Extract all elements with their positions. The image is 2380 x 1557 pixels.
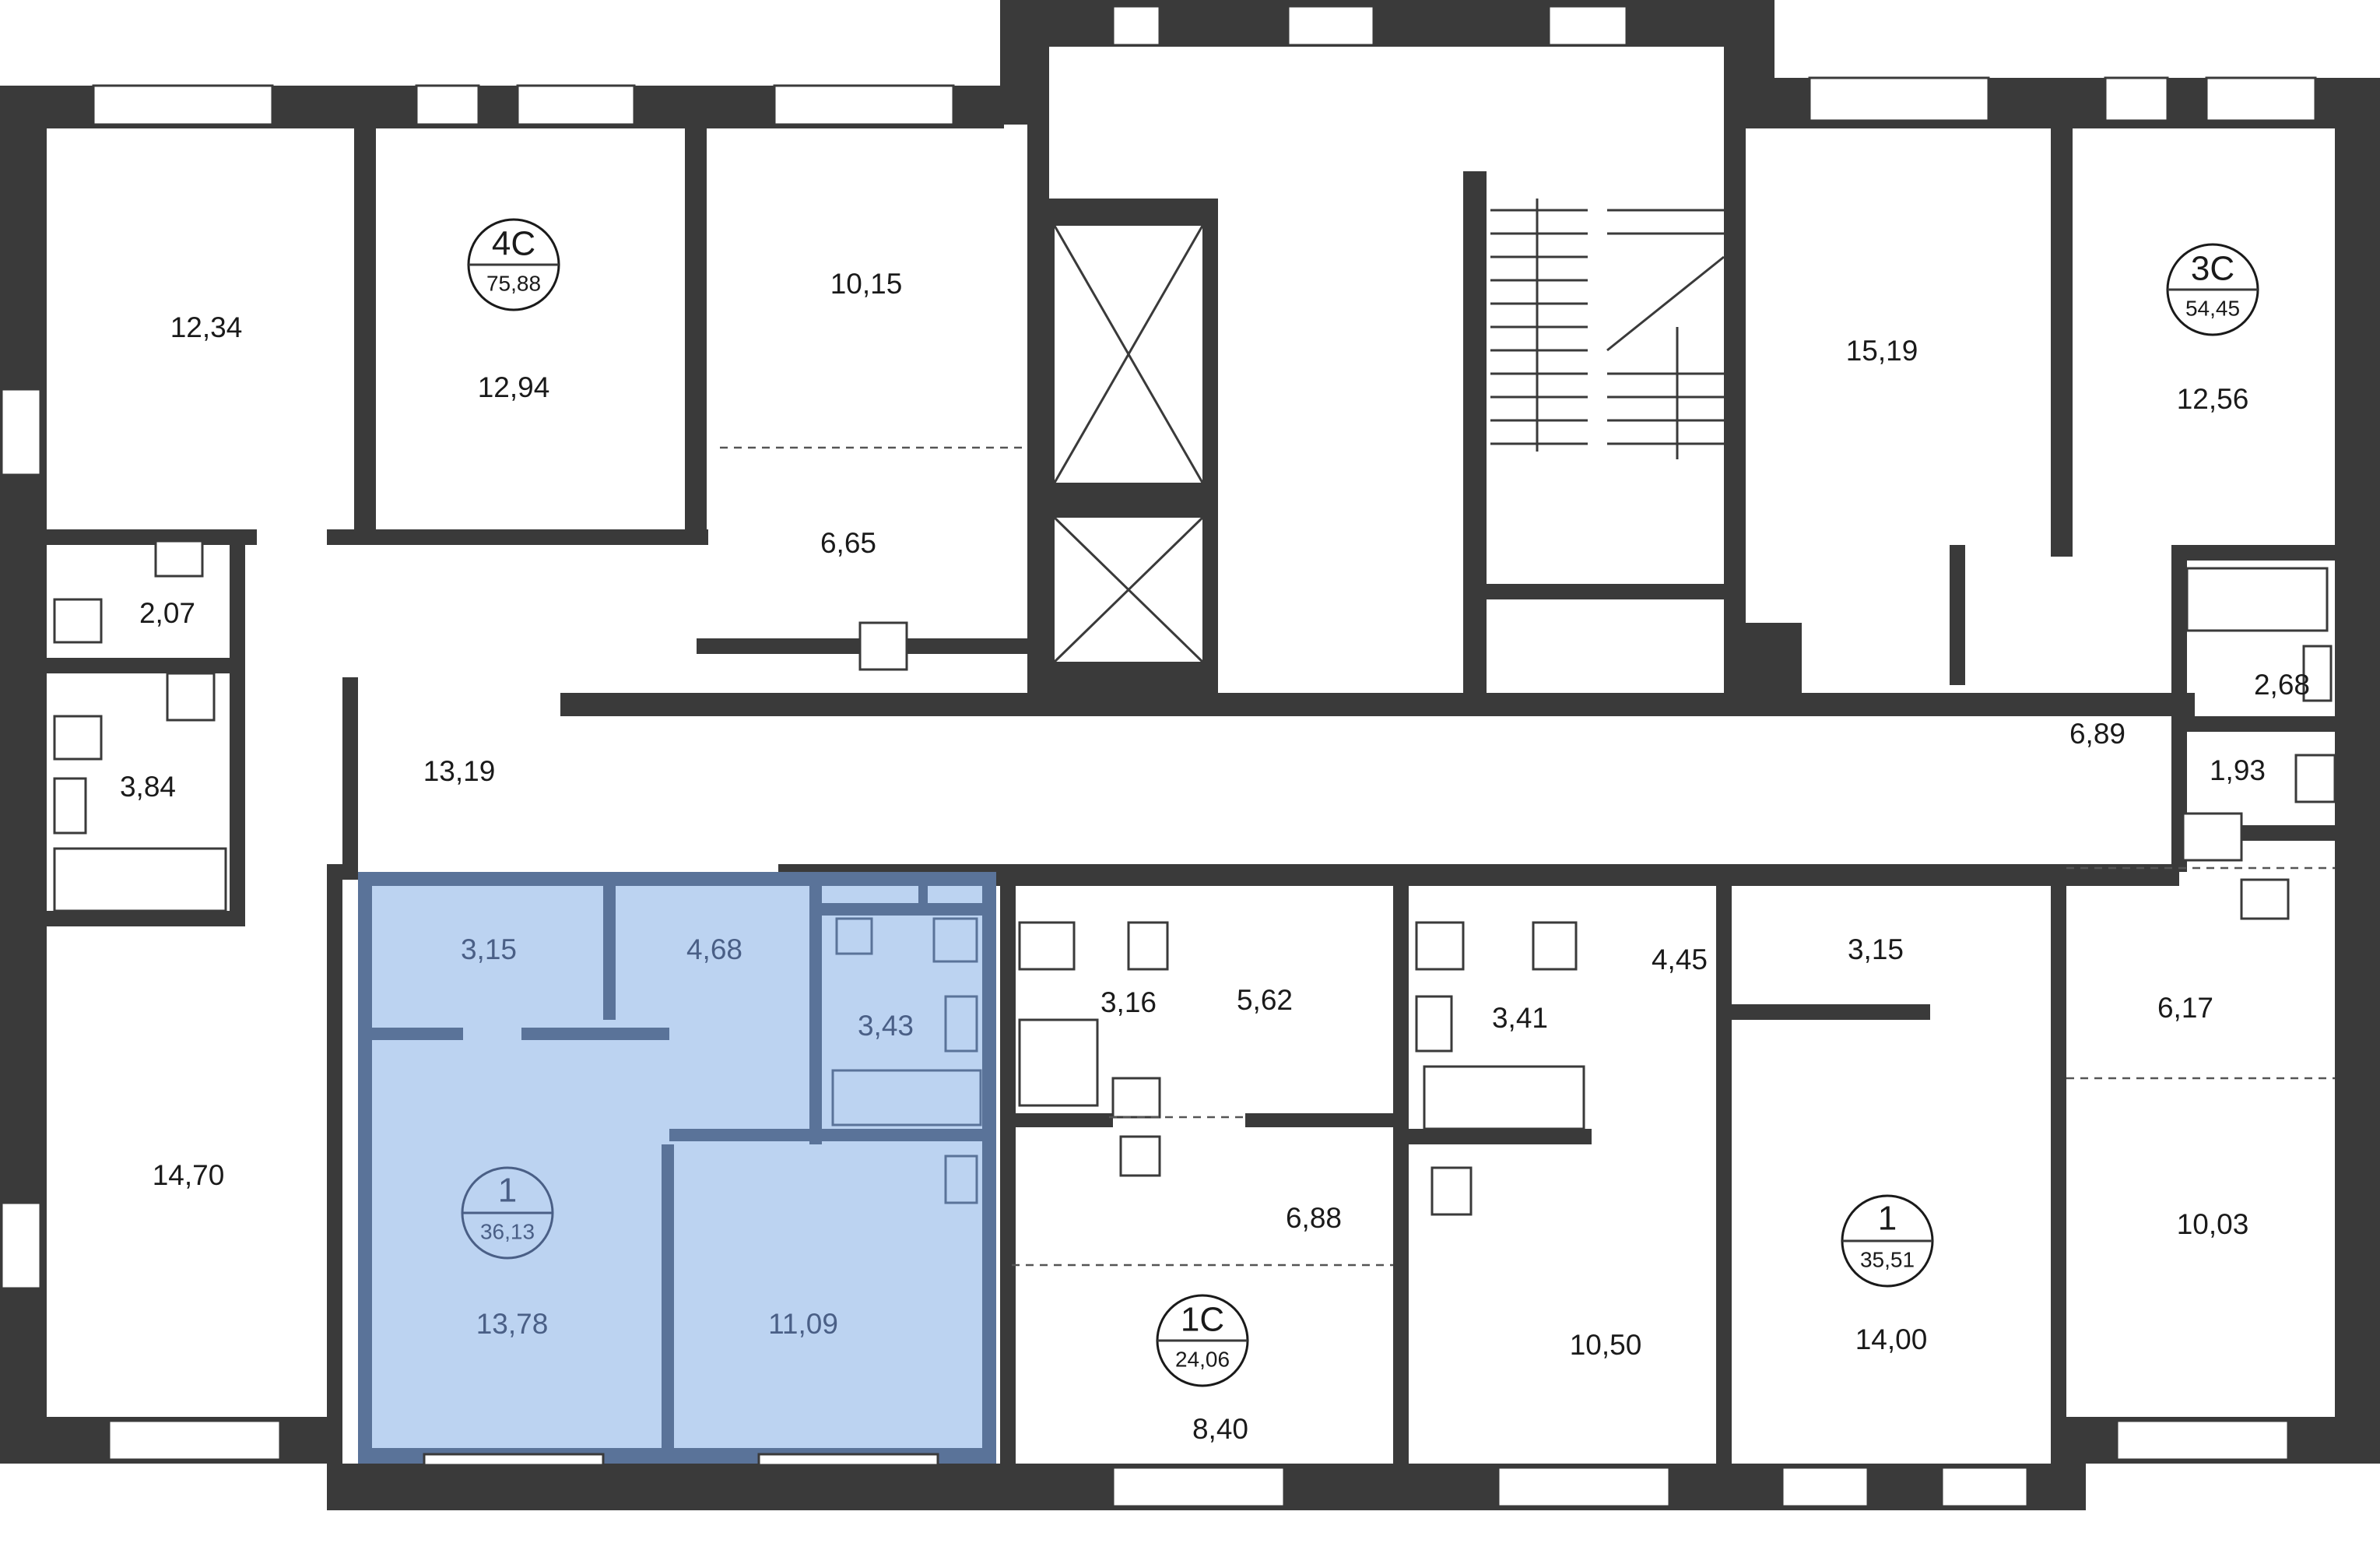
zone-separators [720,446,2335,1267]
windows-top [92,5,2317,126]
room-labels: 12,34 12,94 10,15 6,65 2,07 3,84 13,19 1… [120,268,2310,1445]
windows-side [0,388,42,1290]
room-area: 4,45 [1652,944,1708,975]
badge-total-1-right: 35,51 [1860,1247,1915,1271]
room-area: 11,09 [768,1308,838,1340]
room-area: 3,41 [1492,1002,1548,1034]
badge-total-3c: 54,45 [2185,296,2240,320]
room-area: 4,68 [686,933,742,965]
apartment-highlight[interactable] [358,872,996,1467]
apartment-badge-1-right[interactable]: 1 35,51 [1841,1194,1934,1288]
room-area: 6,17 [2157,992,2213,1024]
badge-total-1-left: 36,13 [480,1219,535,1243]
interior-walls-left [23,47,2195,926]
room-area: 2,07 [139,597,195,629]
room-area: 3,15 [1848,933,1904,965]
badge-code-1c: 1С [1181,1301,1224,1339]
room-area: 15,19 [1846,335,1918,367]
badge-total-1c: 24,06 [1175,1347,1230,1371]
apartment-badge-4c[interactable]: 4С 75,88 [467,218,560,311]
badge-code-3c: 3С [2191,250,2234,288]
room-area: 2,68 [2254,669,2310,701]
room-area: 12,34 [170,311,243,343]
room-area: 12,94 [478,371,550,403]
apartment-badge-1-left[interactable]: 1 36,13 [461,1166,554,1260]
badge-code-1-left: 1 [498,1172,517,1210]
room-area: 14,70 [153,1159,225,1191]
room-area: 6,88 [1286,1202,1342,1234]
elevators [1047,199,1218,708]
apartment-badge-3c[interactable]: 3С 54,45 [2166,243,2259,336]
room-area: 3,16 [1100,986,1157,1018]
windows-bottom [107,1419,2290,1508]
room-area: 3,15 [461,933,517,965]
room-area: 3,84 [120,771,176,803]
room-area: 5,62 [1237,984,1293,1016]
room-area: 13,78 [476,1308,549,1340]
room-area: 6,89 [2069,718,2126,750]
room-area: 1,93 [2210,754,2266,786]
room-area: 10,03 [2177,1208,2249,1240]
room-area: 6,65 [820,527,876,559]
room-area: 10,15 [830,268,903,300]
corridor-south-walls [327,864,2179,1464]
badge-total-4c: 75,88 [486,271,541,295]
room-area: 13,19 [423,755,496,787]
room-area: 12,56 [2177,383,2249,415]
room-area: 10,50 [1570,1329,1642,1361]
apartment-badge-1c[interactable]: 1С 24,06 [1156,1294,1249,1387]
room-area: 3,43 [858,1010,914,1042]
badge-code-4c: 4С [492,225,535,263]
room-area: 14,00 [1855,1323,1928,1355]
staircase [1463,47,1746,701]
badge-code-1-right: 1 [1878,1200,1897,1238]
fixtures [53,540,2336,1216]
room-area: 8,40 [1192,1413,1248,1445]
